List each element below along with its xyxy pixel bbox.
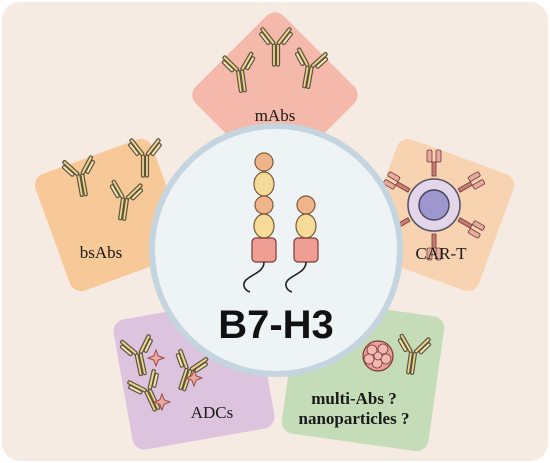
nucleus-icon	[418, 189, 450, 221]
car-t-label: CAR-T	[416, 244, 468, 263]
adcs-label: ADCs	[191, 403, 234, 422]
center-circle: B7-H3	[149, 123, 403, 377]
panel-car-t: CAR-T	[361, 138, 515, 292]
bsabs-label: bsAbs	[80, 243, 123, 262]
mabs-label: mAbs	[255, 106, 296, 125]
multi-abs-label: multi-Abs ?	[311, 389, 396, 408]
center-title: B7-H3	[218, 303, 334, 347]
nanoparticle-icon	[362, 340, 394, 372]
nanoparticles-label: nanoparticles ?	[299, 409, 410, 428]
b7-h3-molecule-icon	[243, 152, 277, 293]
b7-h3-molecule-icon	[285, 195, 319, 293]
